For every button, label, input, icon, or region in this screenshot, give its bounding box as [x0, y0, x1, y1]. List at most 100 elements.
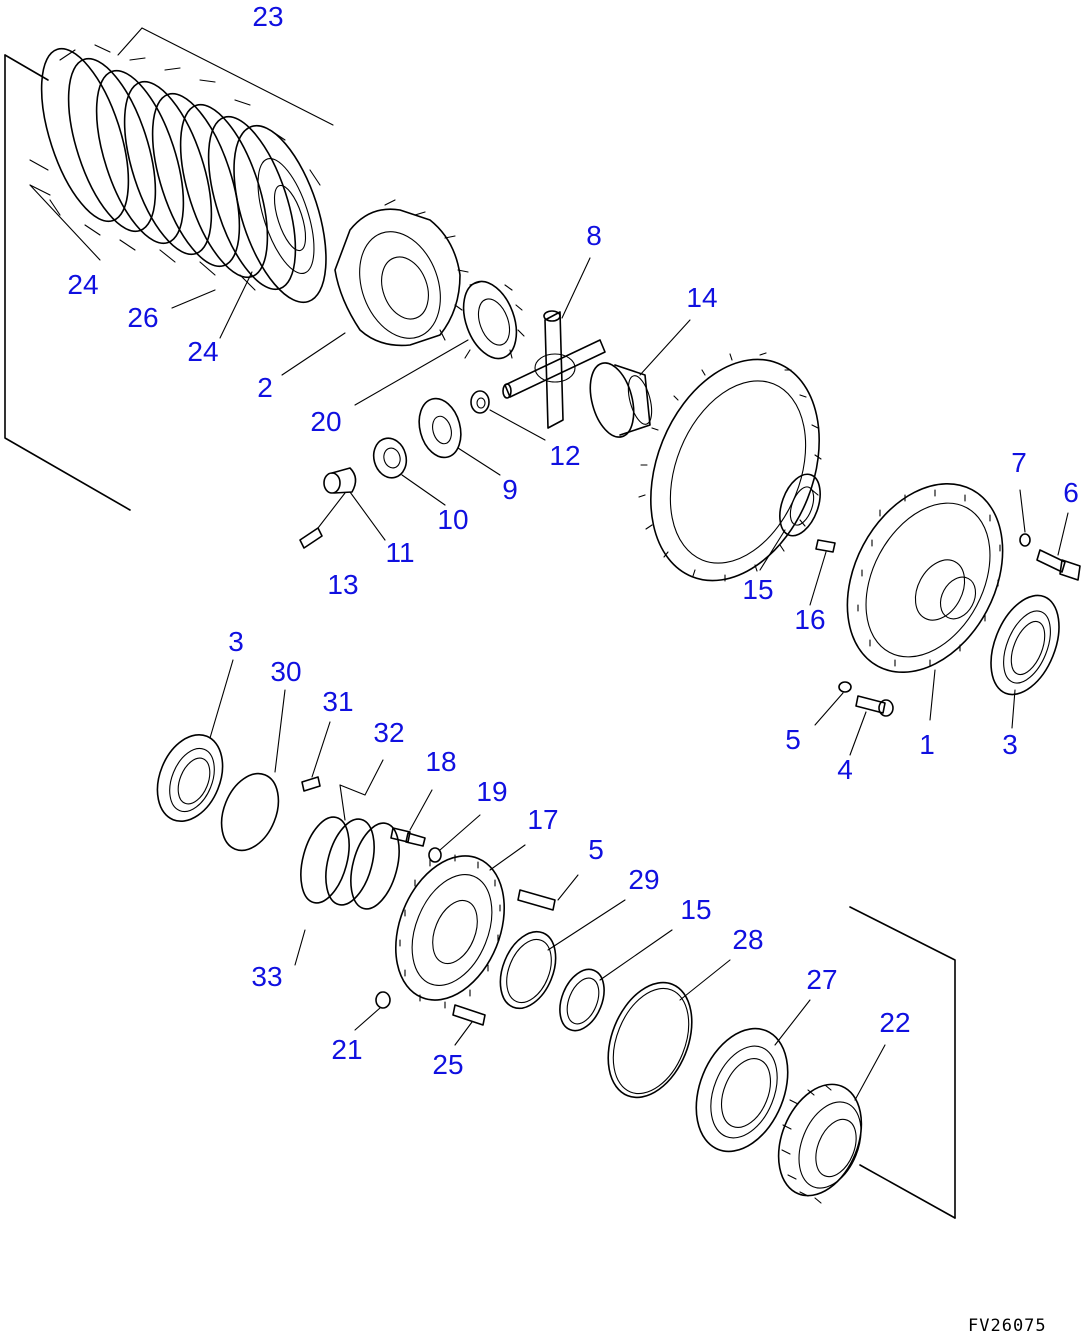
- callout-13: 13: [327, 569, 359, 600]
- leader-16: [809, 551, 827, 606]
- leader-21: [354, 1007, 381, 1031]
- callout-9: 9: [502, 474, 518, 505]
- part-31-dowel: [301, 776, 321, 792]
- callout-1: 1: [919, 729, 935, 760]
- leader-20: [354, 339, 469, 406]
- leader-29: [547, 899, 626, 951]
- part-2-diff-case: [334, 199, 469, 347]
- part-3-right-bearing: [990, 594, 1060, 696]
- part-17-retainer: [394, 854, 506, 1009]
- part-14-hub: [589, 362, 653, 438]
- callout-15b: 15: [680, 894, 712, 925]
- leader-24b: [219, 271, 253, 339]
- callout-14: 14: [686, 282, 718, 313]
- callout-2: 2: [257, 372, 273, 403]
- leader-33: [294, 929, 306, 966]
- leader-3b: [209, 659, 234, 739]
- part-7-washer: [1019, 533, 1031, 547]
- leader-17: [489, 844, 526, 871]
- callout-3a: 3: [1002, 729, 1018, 760]
- leader-12: [489, 409, 546, 441]
- leader-10: [401, 474, 446, 506]
- part-22-taper-bearing: [777, 1083, 863, 1204]
- clutch-plate-stack: [29, 44, 327, 304]
- callout-29: 29: [628, 864, 660, 895]
- callout-27: 27: [806, 964, 838, 995]
- leader-30: [274, 689, 286, 773]
- leader-31: [311, 721, 331, 778]
- leader-13: [317, 492, 346, 529]
- callout-21: 21: [331, 1034, 363, 1065]
- callout-19: 19: [476, 776, 508, 807]
- callout-30: 30: [270, 656, 302, 687]
- leader-11: [349, 491, 386, 541]
- part-25-pin: [452, 1004, 486, 1026]
- part-6-bolt: [1036, 549, 1081, 581]
- leader-3a: [1011, 689, 1016, 729]
- leader-15b: [599, 929, 673, 981]
- part-29-ring: [499, 930, 557, 1010]
- callout-10: 10: [437, 504, 469, 535]
- callout-6: 6: [1063, 477, 1079, 508]
- part-15-lower-washer-inner: [566, 977, 600, 1025]
- leader-24a: [29, 184, 101, 261]
- group-bracket-upper: [4, 54, 131, 511]
- leader-6: [1057, 512, 1069, 556]
- part-28-ring: [607, 981, 693, 1099]
- callout-11: 11: [385, 537, 415, 568]
- callout-12: 12: [549, 440, 581, 471]
- callout-31: 31: [322, 686, 354, 717]
- callout-20: 20: [310, 406, 342, 437]
- leader-9: [457, 447, 501, 476]
- leader-5a: [814, 692, 844, 726]
- part-8-spider: [502, 310, 606, 429]
- leader-8: [561, 257, 591, 319]
- callout-3b: 3: [228, 626, 244, 657]
- part-21-nut: [375, 991, 391, 1009]
- callout-26: 26: [127, 302, 159, 333]
- part-15-upper-washer: [779, 473, 821, 537]
- part-16-pin: [815, 539, 836, 553]
- leader-28: [679, 959, 731, 1001]
- part-13-pin: [299, 527, 323, 549]
- leader-7: [1019, 489, 1026, 533]
- leader-25: [454, 1021, 473, 1046]
- callout-4: 4: [837, 754, 853, 785]
- callout-32: 32: [373, 717, 405, 748]
- callout-5a: 5: [785, 724, 801, 755]
- group-bracket-lower: [849, 906, 956, 1219]
- part-33-piston: [300, 816, 400, 910]
- callout-7: 7: [1011, 447, 1027, 478]
- leader-23: [117, 27, 334, 126]
- part-12-nut: [470, 390, 490, 414]
- ring-gear: [638, 352, 822, 582]
- callout-18: 18: [425, 746, 457, 777]
- leader-22: [854, 1044, 886, 1101]
- callout-5b: 5: [588, 834, 604, 865]
- leader-27: [774, 999, 811, 1046]
- part-30-ring: [220, 772, 280, 852]
- part-29-ring-inner: [506, 938, 552, 1004]
- leader-18: [409, 789, 433, 831]
- leader-15a: [759, 529, 786, 571]
- part-9-washer: [418, 397, 462, 459]
- leader-32: [339, 759, 384, 821]
- callout-17: 17: [527, 804, 559, 835]
- part-5-lower-pin: [517, 889, 556, 911]
- callout-8: 8: [586, 220, 602, 251]
- drawing-code: FV26075: [968, 1316, 1047, 1336]
- leader-4: [849, 711, 867, 756]
- callout-16: 16: [794, 604, 826, 635]
- leader-5b: [557, 874, 579, 901]
- part-27-bearing-race: [695, 1027, 789, 1153]
- part-10-pinion: [372, 437, 408, 479]
- part-20-side-gear: [462, 280, 525, 360]
- leader-19: [439, 814, 481, 851]
- part-1-housing: [846, 482, 1004, 674]
- leader-1: [929, 669, 936, 721]
- leader-2: [281, 332, 346, 376]
- callout-15a: 15: [742, 574, 774, 605]
- part-11-bushing: [323, 467, 357, 494]
- part-28-ring-inner: [612, 987, 690, 1095]
